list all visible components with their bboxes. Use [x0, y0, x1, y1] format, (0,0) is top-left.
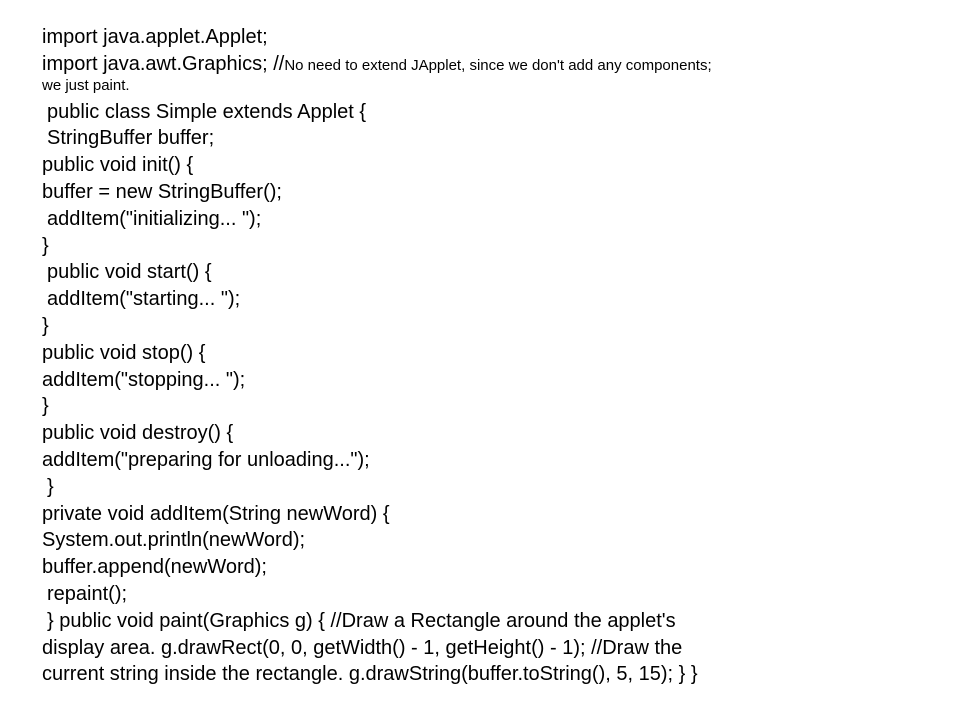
code-line-repaint: repaint(); — [47, 582, 128, 605]
code-line-init-decl: public void init() { — [42, 154, 194, 177]
code-listing: import java.applet.Applet; import java.a… — [42, 24, 942, 688]
code-line-close-destroy: } — [47, 475, 54, 498]
code-line-append: buffer.append(newWord); — [42, 556, 267, 579]
code-line-import-graphics-text: import java.awt.Graphics; // — [42, 52, 285, 75]
code-line-additem-init: addItem("initializing... "); — [47, 207, 262, 230]
code-line-import-applet: import java.applet.Applet; — [42, 26, 268, 48]
code-line-additem-stop: addItem("stopping... "); — [42, 368, 246, 391]
code-line-paint-decl: } public void paint(Graphics g) { //Draw… — [47, 609, 676, 632]
code-line-start-decl: public void start() { — [47, 261, 212, 284]
code-line-additem-decl: private void addItem(String newWord) { — [42, 502, 390, 525]
code-line-buffer-new: buffer = new StringBuffer(); — [42, 180, 282, 203]
code-line-close-init: } — [42, 234, 49, 257]
code-line-close-start: } — [42, 314, 49, 337]
code-line-drawstring: current string inside the rectangle. g.d… — [42, 663, 698, 686]
code-line-buffer-field: StringBuffer buffer; — [47, 127, 215, 150]
code-comment-continuation: we just paint. — [42, 76, 130, 94]
code-line-class-decl: public class Simple extends Applet { — [47, 100, 367, 123]
code-line-additem-start: addItem("starting... "); — [47, 288, 241, 311]
code-line-drawrect: display area. g.drawRect(0, 0, getWidth(… — [42, 636, 683, 659]
code-line-println: System.out.println(newWord); — [42, 529, 306, 552]
code-line-stop-decl: public void stop() { — [42, 341, 206, 364]
code-line-destroy-decl: public void destroy() { — [42, 422, 234, 445]
code-comment-no-need: No need to extend JApplet, since we don'… — [284, 56, 712, 74]
code-line-close-stop: } — [42, 395, 49, 418]
code-line-additem-destroy: addItem("preparing for unloading..."); — [42, 448, 370, 471]
code-line-import-graphics: import java.awt.Graphics; //No need to e… — [42, 51, 942, 78]
